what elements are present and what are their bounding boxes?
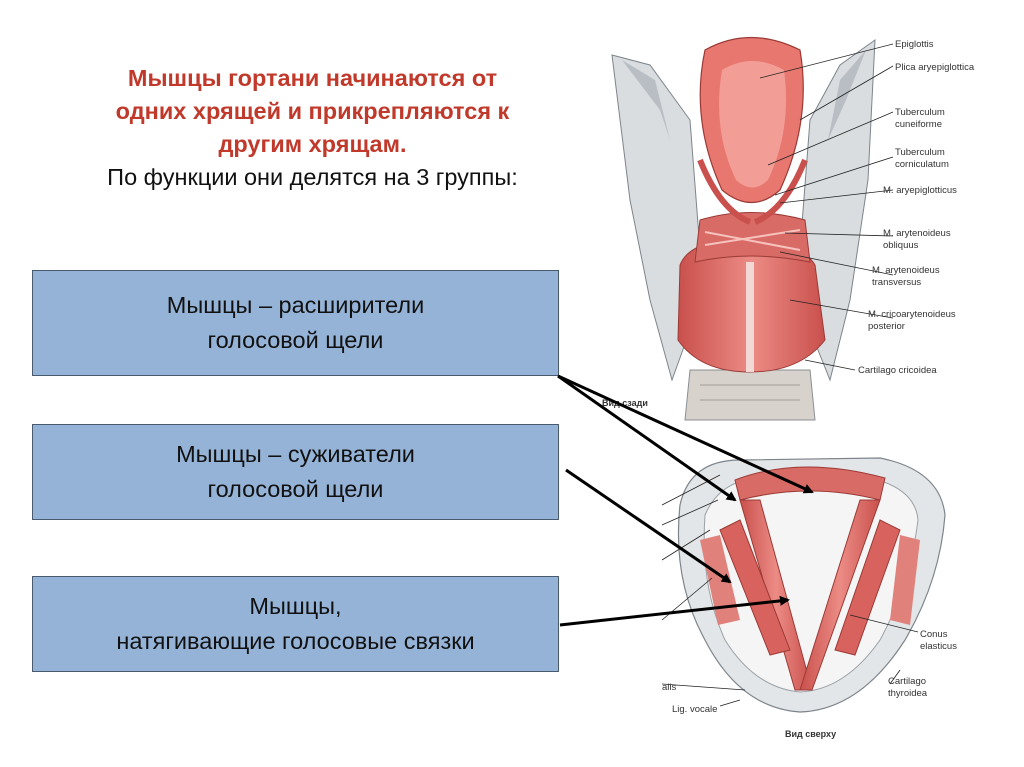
figure-caption: Вид сверху <box>785 729 836 739</box>
figure-label: Tuberculum <box>895 107 945 118</box>
figure-label: thyroidea <box>888 688 928 699</box>
group-box-line: голосовой щели <box>207 476 384 502</box>
figure-label: transversus <box>872 277 921 288</box>
larynx-superior-illustration: Conus elasticus Cartilago thyroidea alis… <box>661 457 957 739</box>
group-box-dilators: Мышцы – расширители голосовой щели <box>32 270 559 376</box>
figure-label: Cartilago cricoidea <box>858 365 937 376</box>
title-line-2: одних хрящей и прикрепляются к <box>115 98 510 124</box>
arrow-dilators-1 <box>557 374 737 502</box>
figure-label: Epiglottis <box>895 39 934 50</box>
group-box-constrictors: Мышцы – суживатели голосовой щели <box>32 424 559 520</box>
group-box-line: Мышцы – расширители <box>166 292 425 318</box>
group-box-line: Мышцы – суживатели <box>176 441 415 467</box>
group-box-line: голосовой щели <box>207 327 384 353</box>
pointer-arrows <box>557 374 814 627</box>
group-box-tensors: Мышцы, натягивающие голосовые связки <box>32 576 559 672</box>
figure-label: corniculatum <box>895 159 949 170</box>
figure-label: cuneiforme <box>895 119 942 130</box>
figure-label: M. cricoarytenoideus <box>868 309 956 320</box>
figure-label: Plica aryepiglottica <box>895 62 975 73</box>
arrow-constrictors <box>565 468 732 584</box>
figure-label: posterior <box>868 321 905 332</box>
figure-label: Cartilago <box>888 676 926 687</box>
larynx-posterior-illustration: Epiglottis Plica aryepiglottica Tubercul… <box>602 37 975 421</box>
subtitle: По функции они делятся на 3 группы: <box>107 164 518 190</box>
figure-label: M. aryepiglotticus <box>883 185 957 196</box>
figure-label: Tuberculum <box>895 147 945 158</box>
arrow-tensors <box>559 595 790 627</box>
figure-label: Lig. vocale <box>672 704 717 715</box>
figure-label: obliquus <box>883 240 919 251</box>
figure-label: Conus <box>920 629 948 640</box>
slide-heading: Мышцы гортани начинаются от одних хрящей… <box>20 62 605 194</box>
arrow-dilators-2 <box>557 374 814 494</box>
figure-label: M. arytenoideus <box>883 228 951 239</box>
figure-label: elasticus <box>920 641 957 652</box>
group-box-line: натягивающие голосовые связки <box>116 628 475 654</box>
figure-caption: Вид сзади <box>602 398 648 408</box>
figure-label: M. arytenoideus <box>872 265 940 276</box>
title-line-3: другим хрящам. <box>218 131 407 157</box>
figure-label: alis <box>662 682 677 693</box>
title-line-1: Мышцы гортани начинаются от <box>127 65 498 91</box>
group-box-line: Мышцы, <box>249 593 342 619</box>
